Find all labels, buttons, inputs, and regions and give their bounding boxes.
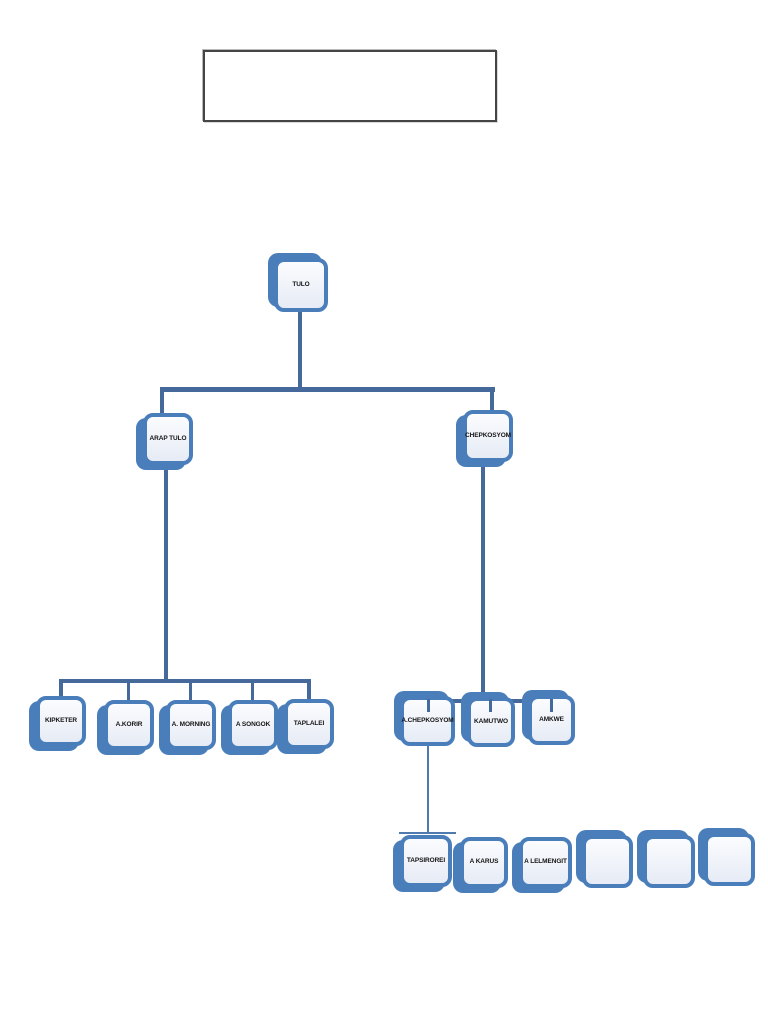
- node-tapsirorei: TAPSIROREI: [393, 835, 452, 892]
- connector-stub-amkwe: [550, 699, 553, 712]
- node-empty-2: [637, 830, 695, 888]
- connector-stub-kipketer: [59, 679, 63, 700]
- node-kipketer-label: KIPKETER: [44, 716, 78, 724]
- node-tulo-box: TULO: [274, 258, 328, 312]
- node-asongok-label: A SONGOK: [235, 720, 271, 728]
- node-chepkosyom: CHEPKOSYOM: [456, 410, 513, 467]
- node-taplalei-label: TAPLALEI: [293, 719, 325, 727]
- node-empty-1-box: [582, 835, 633, 888]
- node-empty-1: [576, 830, 633, 888]
- node-tulo-label: TULO: [292, 280, 310, 288]
- connector-araptulo-vertical: [164, 463, 168, 681]
- node-asongok-box: A SONGOK: [228, 700, 278, 750]
- node-taplalei: TAPLALEI: [277, 699, 334, 754]
- node-alelmengit-box: A LELMENGIT: [519, 837, 572, 888]
- connector-left-branch-drop: [160, 387, 164, 417]
- connector-stub-taplalei: [307, 679, 311, 701]
- connector-stub-kamutwo: [489, 699, 492, 712]
- node-amorning-label: A. MORNING: [171, 720, 211, 728]
- node-kipketer-box: KIPKETER: [36, 696, 86, 746]
- node-kipketer: KIPKETER: [29, 696, 86, 751]
- node-arap-tulo-box: ARAP TULO: [143, 413, 193, 465]
- connector-right-branch-drop: [490, 387, 494, 413]
- node-achepkosyom-label: A.CHEPKOSYOM: [401, 716, 454, 724]
- connector-chepkosyom-vertical: [481, 460, 485, 702]
- node-akorir: A.KORIR: [97, 700, 154, 755]
- connector-main-horizontal: [160, 387, 495, 392]
- node-akarus-label: A KARUS: [469, 858, 499, 866]
- connector-stub-asongok: [251, 679, 254, 702]
- node-amkwe-box: AMKWE: [528, 695, 575, 745]
- node-taplalei-box: TAPLALEI: [284, 699, 334, 749]
- node-kamutwo-label: KAMUTWO: [474, 717, 508, 725]
- node-amkwe-label: AMKWE: [539, 715, 564, 723]
- node-alelmengit-label: A LELMENGIT: [524, 858, 567, 866]
- node-amkwe: AMKWE: [522, 690, 575, 745]
- node-akorir-label: A.KORIR: [115, 720, 143, 728]
- connector-left-children-bar: [59, 679, 311, 683]
- node-akarus: A KARUS: [453, 837, 508, 893]
- connector-achepkosyom-vertical-thin: [427, 746, 429, 834]
- node-tapsirorei-label: TAPSIROREI: [406, 856, 446, 864]
- connector-stub-amorning: [189, 679, 192, 702]
- connector-root-vertical: [298, 310, 302, 392]
- node-akorir-box: A.KORIR: [104, 700, 154, 750]
- node-chepkosyom-label: CHEPKOSYOM: [465, 431, 511, 439]
- node-tulo: TULO: [268, 253, 328, 312]
- node-arap-tulo: ARAP TULO: [136, 413, 193, 470]
- node-amorning: A. MORNING: [159, 700, 216, 755]
- node-asongok: A SONGOK: [221, 700, 278, 755]
- node-tapsirorei-box: TAPSIROREI: [400, 835, 452, 887]
- node-arap-tulo-label: ARAP TULO: [149, 434, 187, 442]
- node-amorning-box: A. MORNING: [166, 700, 216, 750]
- connector-stub-akorir: [127, 679, 130, 702]
- node-chepkosyom-box: CHEPKOSYOM: [463, 410, 513, 462]
- node-empty-3: [698, 828, 755, 886]
- node-alelmengit: A LELMENGIT: [512, 837, 572, 893]
- node-empty-2-box: [643, 835, 695, 888]
- connector-stub-achepkosyom: [427, 699, 430, 712]
- connector-tapsirorei-tbar: [399, 832, 456, 834]
- title-placeholder-box: [203, 50, 497, 122]
- node-empty-3-box: [704, 833, 755, 886]
- node-akarus-box: A KARUS: [460, 837, 508, 888]
